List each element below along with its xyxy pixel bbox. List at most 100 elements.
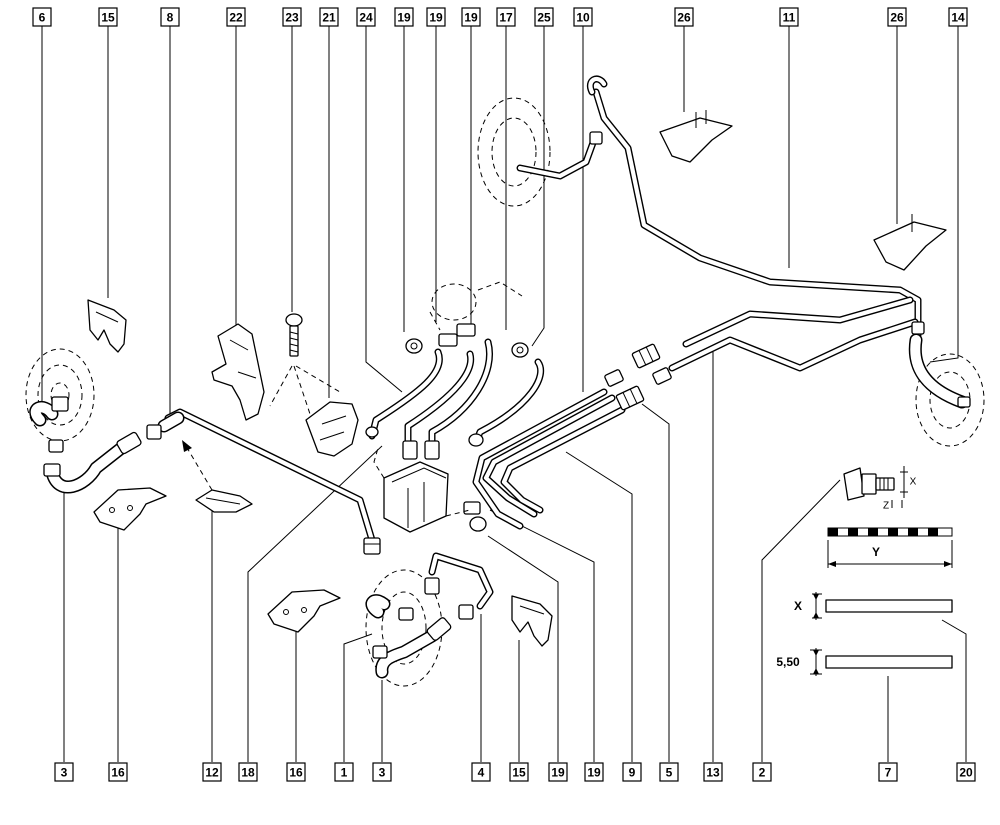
clip-12-arrow-line	[185, 445, 213, 491]
dim-x-label: X	[794, 599, 802, 613]
top-callout-24: 24	[356, 7, 376, 27]
brake-pipes-center	[368, 338, 545, 450]
bottom-callout-18: 18	[238, 762, 258, 782]
callout-box	[238, 762, 258, 782]
callout-box	[779, 7, 799, 27]
top-callout-26: 26	[674, 7, 694, 27]
brake-pipes-9-10	[472, 388, 626, 530]
callout-box	[226, 7, 246, 27]
callout-box	[674, 7, 694, 27]
callout-number: 3	[61, 766, 68, 780]
bottom-callout-4: 4	[471, 762, 491, 782]
bottom-callout-19: 19	[584, 762, 604, 782]
bottom-callout-16: 16	[108, 762, 128, 782]
bottom-callout-16: 16	[286, 762, 306, 782]
top-callout-23: 23	[282, 7, 302, 27]
bracket-22	[211, 323, 265, 421]
callout-number: 14	[951, 11, 965, 25]
callout-number: 11	[783, 11, 796, 25]
callout-box	[584, 762, 604, 782]
callout-number: 1	[341, 766, 348, 780]
pipe-unions	[604, 343, 672, 411]
callout-box	[956, 762, 976, 782]
clip-15-bottom	[511, 595, 553, 647]
callout-box	[471, 762, 491, 782]
callout-number: 15	[512, 766, 526, 780]
top-wheel-hub	[477, 97, 551, 207]
callout-box	[509, 762, 529, 782]
callout-number: 5	[666, 766, 673, 780]
callout-box	[548, 762, 568, 782]
callout-number: 13	[706, 766, 720, 780]
callout-box	[98, 7, 118, 27]
dim-x-letter: X	[910, 477, 917, 488]
clip-12	[195, 489, 253, 513]
callout-number: 21	[322, 11, 336, 25]
bottom-callout-13: 13	[703, 762, 723, 782]
callout-box	[878, 762, 898, 782]
bolt-23	[285, 313, 303, 357]
callout-box	[32, 7, 52, 27]
callout-number: 19	[429, 11, 443, 25]
callout-number: 10	[576, 11, 590, 25]
callout-box	[319, 7, 339, 27]
callout-box	[496, 7, 516, 27]
callout-number: 19	[397, 11, 411, 25]
bracket-26-right	[873, 214, 947, 271]
callout-number: 15	[101, 11, 115, 25]
callout-box	[461, 7, 481, 27]
top-callout-19: 19	[394, 7, 414, 27]
callout-number: 2	[759, 766, 766, 780]
top-callout-10: 10	[573, 7, 593, 27]
callout-number: 16	[111, 766, 125, 780]
top-callout-17: 17	[496, 7, 516, 27]
plate-16-center	[267, 589, 341, 633]
bottom-callout-15: 15	[509, 762, 529, 782]
callout-number: 7	[885, 766, 892, 780]
clip-15-top	[87, 299, 127, 353]
bottom-callout-9: 9	[622, 762, 642, 782]
bottom-callout-1: 1	[334, 762, 354, 782]
callout-box	[160, 7, 180, 27]
callout-box	[573, 7, 593, 27]
plate-16-left	[93, 487, 167, 531]
callout-box	[622, 762, 642, 782]
center-bracket-hub	[429, 281, 523, 331]
bottom-callout-20: 20	[956, 762, 976, 782]
top-callout-19: 19	[426, 7, 446, 27]
top-callout-19: 19	[461, 7, 481, 27]
callout-number: 19	[464, 11, 478, 25]
top-hub-pipe	[516, 136, 598, 180]
callout-number: 20	[959, 766, 973, 780]
callout-box	[202, 762, 222, 782]
flexible-hose-left-short	[157, 411, 185, 433]
flexible-hose-3-left	[29, 401, 142, 494]
front-left-wheel-hub	[25, 348, 95, 442]
dim-y-label: Y	[872, 545, 880, 559]
callout-box	[54, 762, 74, 782]
callout-box	[394, 7, 414, 27]
top-callout-8: 8	[160, 7, 180, 27]
callout-box	[282, 7, 302, 27]
callout-box	[887, 7, 907, 27]
callout-box	[752, 762, 772, 782]
bottom-callout-2: 2	[752, 762, 772, 782]
callout-number: 24	[359, 11, 373, 25]
bottom-callout-7: 7	[878, 762, 898, 782]
top-callout-25: 25	[534, 7, 554, 27]
dim-thickness-value: 5,50	[776, 655, 800, 669]
callout-number: 6	[39, 11, 46, 25]
bottom-callout-5: 5	[659, 762, 679, 782]
top-callout-11: 11	[779, 7, 799, 27]
bottom-callout-3: 3	[54, 762, 74, 782]
callout-number: 17	[499, 11, 513, 25]
callout-number: 18	[241, 766, 255, 780]
bolt-23-arrow-lines	[269, 365, 341, 421]
top-callout-21: 21	[319, 7, 339, 27]
callout-number: 8	[167, 11, 174, 25]
callout-number: 4	[478, 766, 485, 780]
callout-number: 25	[537, 11, 551, 25]
callout-number: 26	[890, 11, 904, 25]
